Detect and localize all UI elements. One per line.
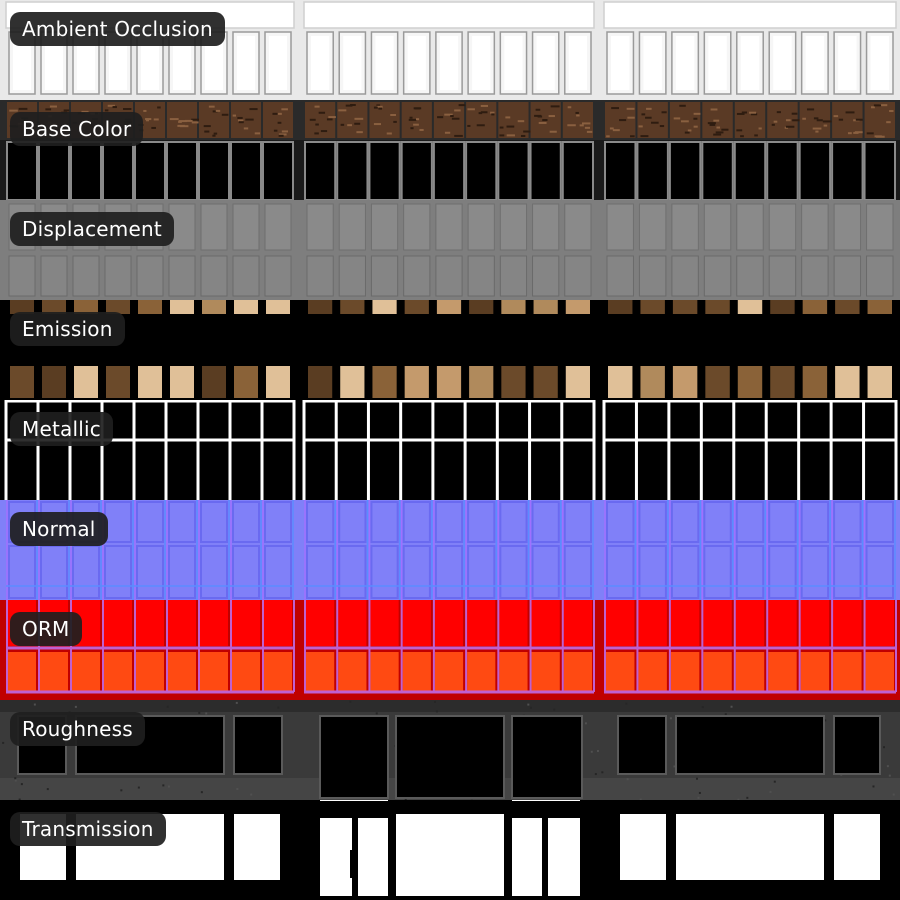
base-color-label: Base Color [10,112,144,146]
base-color-map [0,100,900,200]
orm-map [0,600,900,700]
normal-label: Normal [10,512,108,546]
roughness-label: Roughness [10,712,145,746]
ambient-occlusion-strip: Ambient Occlusion [0,0,900,100]
emission-map [0,300,900,400]
orm-strip: ORM [0,600,900,700]
metallic-label: Metallic [10,412,113,446]
ambient-occlusion-label: Ambient Occlusion [10,12,225,46]
transmission-label: Transmission [10,812,166,846]
displacement-label: Displacement [10,212,174,246]
normal-strip: Normal [0,500,900,600]
emission-strip: Emission [0,300,900,400]
displacement-map [0,200,900,300]
ambient-occlusion-map [0,0,900,100]
orm-label: ORM [10,612,82,646]
metallic-map [0,400,900,500]
normal-map [0,500,900,600]
base-color-strip: Base Color [0,100,900,200]
metallic-strip: Metallic [0,400,900,500]
emission-label: Emission [10,312,125,346]
roughness-map [0,700,900,800]
transmission-strip: Transmission [0,800,900,900]
displacement-strip: Displacement [0,200,900,300]
roughness-strip: Roughness [0,700,900,800]
